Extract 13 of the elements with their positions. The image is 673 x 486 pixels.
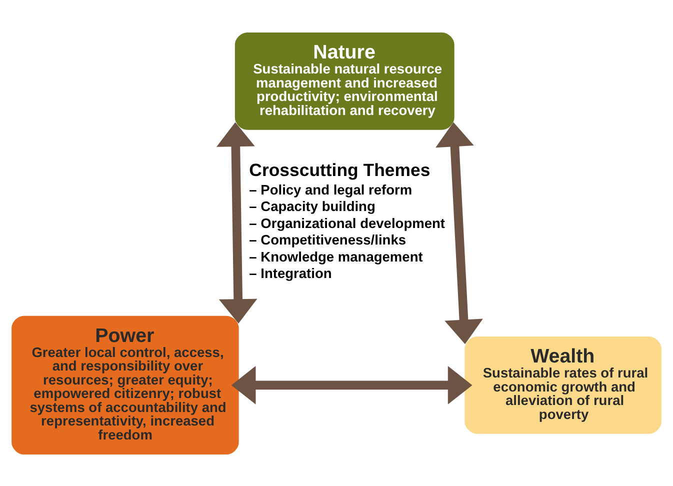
label: Crosscutting Themes — [249, 160, 430, 180]
arrow — [436, 122, 483, 344]
label: – Capacity building — [249, 198, 376, 214]
node-box: Wealth Sustainable rates of rural economic growth and alleviation of rural poverty — [464, 336, 662, 434]
arrow — [231, 365, 472, 404]
node-box: Power Greater local control, access, and responsibility over resources; greater equity; empowered citizenry; robust systems of accountability and representativity, increased freedom — [12, 315, 239, 454]
arrow — [216, 122, 258, 323]
label: – Organizational development — [249, 215, 446, 230]
label: – Integration — [249, 266, 332, 281]
label: – Competitiveness/links — [249, 232, 406, 248]
node-box: Nature Sustainable natural resource management and increased productivity; environmental rehabilitation and recovery — [234, 32, 454, 130]
label: – Policy and legal reform — [249, 182, 412, 197]
label: – Knowledge management — [249, 248, 423, 264]
